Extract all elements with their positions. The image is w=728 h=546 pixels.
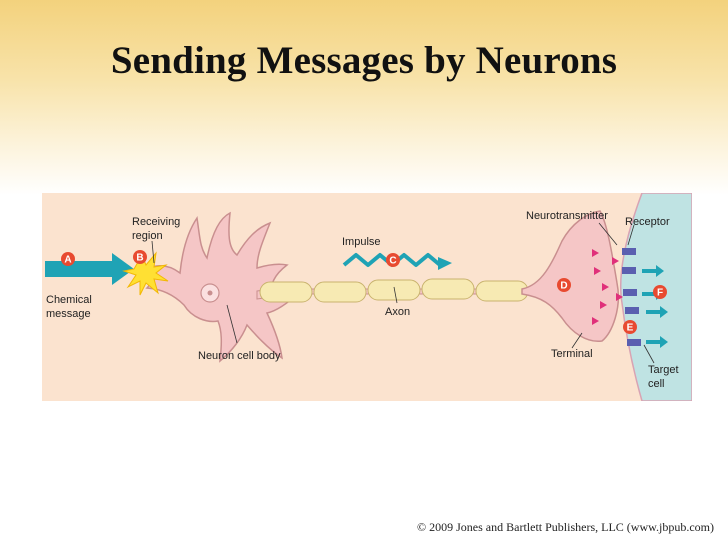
- neuron-diagram-svg: A B C D E F Chemical message Receiving r…: [42, 193, 692, 401]
- spark-burst: [122, 251, 169, 296]
- svg-text:B: B: [136, 253, 143, 264]
- label-receiving-region-line2: region: [132, 230, 163, 242]
- label-axon: Axon: [385, 306, 410, 318]
- svg-text:A: A: [64, 255, 71, 266]
- copyright-footer: © 2009 Jones and Bartlett Publishers, LL…: [417, 520, 714, 534]
- label-receptor: Receptor: [625, 216, 670, 228]
- svg-text:C: C: [389, 256, 396, 267]
- label-receiving-region-line1: Receiving: [132, 216, 180, 228]
- axon: [256, 273, 558, 306]
- label-target-cell-line1: Target: [648, 364, 679, 376]
- label-chemical-message-line2: message: [46, 308, 91, 320]
- marker-a: A: [61, 252, 75, 266]
- receptors: [622, 248, 641, 346]
- label-target-cell-line2: cell: [648, 378, 665, 390]
- neurotransmitter-molecules: [592, 249, 623, 325]
- marker-e: E: [623, 320, 637, 334]
- label-neurotransmitter: Neurotransmitter: [526, 210, 608, 222]
- svg-text:E: E: [627, 323, 634, 334]
- label-impulse: Impulse: [342, 236, 381, 248]
- label-terminal: Terminal: [551, 348, 593, 360]
- leader-lines: [151, 222, 655, 364]
- label-chemical-message-line1: Chemical: [46, 294, 92, 306]
- marker-f: F: [653, 285, 667, 299]
- axon-terminal: [521, 210, 620, 342]
- marker-c: C: [386, 253, 400, 267]
- marker-d: D: [557, 278, 571, 292]
- neuron-diagram: A B C D E F Chemical message Receiving r…: [42, 193, 692, 401]
- marker-b: B: [133, 250, 147, 264]
- slide-title: Sending Messages by Neurons: [110, 39, 618, 82]
- svg-text:F: F: [657, 288, 663, 299]
- label-neuron-cell-body: Neuron cell body: [198, 350, 281, 362]
- svg-text:D: D: [560, 281, 567, 292]
